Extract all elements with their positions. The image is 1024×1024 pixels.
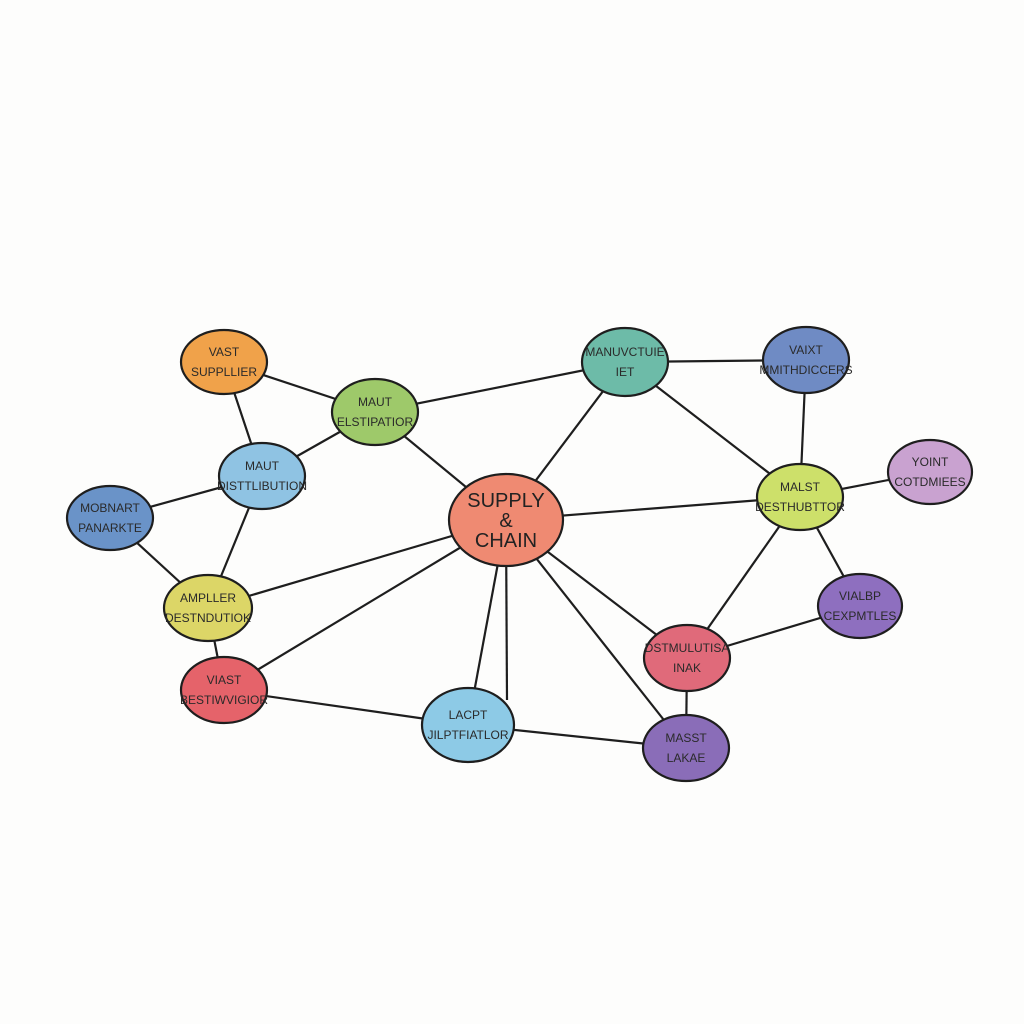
node-label: VAST — [209, 345, 240, 359]
node-label: LACPT — [449, 708, 488, 722]
node-ellipse — [886, 438, 974, 506]
node-ellipse — [816, 572, 904, 640]
node-ellipse — [755, 462, 845, 532]
node-ellipse — [447, 472, 565, 568]
node-ellipse — [642, 623, 732, 693]
node-ellipse — [65, 484, 155, 552]
node-n4[interactable]: MOBNART PANARKTE — [65, 484, 155, 552]
node-label: CEXPMTLES — [824, 609, 897, 623]
node-n1[interactable]: VAST SUPPLLIER — [179, 328, 269, 396]
node-label: MAUT — [358, 395, 393, 409]
node-label: PANARKTE — [78, 521, 142, 535]
node-label: AMPLLER — [180, 591, 236, 605]
node-label: DESTHUBTTOR — [755, 500, 845, 514]
node-n2[interactable]: MAUT ELSTIPATIOR — [330, 377, 420, 447]
node-label: MMITHDICCERS — [759, 363, 852, 377]
node-ellipse — [162, 573, 254, 643]
node-label: & — [499, 510, 513, 532]
edge-n6-n7 — [223, 519, 507, 691]
node-label: MALST — [780, 480, 821, 494]
node-n11[interactable]: YOINT COTDMIEES — [886, 438, 974, 506]
node-label: LAKAE — [667, 751, 706, 765]
node-label: SUPPLY — [467, 490, 544, 512]
node-label: MASST — [665, 731, 707, 745]
node-label: YOINT — [912, 455, 949, 469]
node-n14[interactable]: LACPT JILPTFIATLOR — [420, 686, 516, 764]
node-label: MAUT — [245, 459, 280, 473]
node-label: DSTMULUTISA — [645, 641, 730, 655]
node-n5[interactable]: AMPLLER DESTNDUTIOK — [162, 573, 254, 643]
node-label: CHAIN — [475, 530, 537, 552]
node-ellipse — [217, 441, 307, 511]
node-label: ELSTIPATIOR — [337, 415, 414, 429]
node-ellipse — [179, 655, 269, 725]
node-n15[interactable]: MASST LAKAE — [641, 713, 731, 783]
node-ellipse — [330, 377, 420, 447]
node-ellipse — [641, 713, 731, 783]
node-label: MOBNART — [80, 501, 140, 515]
node-ellipse — [761, 325, 851, 395]
node-ellipse — [420, 686, 516, 764]
node-label: SUPPLLIER — [191, 365, 257, 379]
node-ellipse — [179, 328, 269, 396]
node-n7[interactable]: SUPPLY&CHAIN — [447, 472, 565, 568]
node-label: COTDMIEES — [894, 475, 965, 489]
node-label: IET — [616, 365, 635, 379]
node-label: DESTNDUTIOK — [165, 611, 251, 625]
node-n6[interactable]: VIAST BESTIWVIGIOR — [179, 655, 269, 725]
node-n3[interactable]: MAUT DISTTLIBUTION — [217, 441, 307, 511]
node-label: MANUVCTUIE — [585, 345, 664, 359]
node-n9[interactable]: VAIXT MMITHDICCERS — [759, 325, 853, 395]
node-label: JILPTFIATLOR — [427, 728, 508, 742]
node-n13[interactable]: DSTMULUTISA INAK — [642, 623, 732, 693]
node-ellipse — [580, 326, 670, 398]
node-n8[interactable]: MANUVCTUIE IET — [580, 326, 670, 398]
node-n10[interactable]: MALST DESTHUBTTOR — [755, 462, 845, 532]
node-label: DISTTLIBUTION — [217, 479, 307, 493]
node-label: VIALBP — [839, 589, 881, 603]
node-n12[interactable]: VIALBP CEXPMTLES — [816, 572, 904, 640]
node-label: VIAST — [207, 673, 242, 687]
node-label: INAK — [673, 661, 701, 675]
node-label: BESTIWVIGIOR — [180, 693, 268, 707]
nodes: VAST SUPPLLIER MAUT ELSTIPATIOR MAUT DISTTLIB… — [65, 325, 974, 783]
node-label: VAIXT — [789, 343, 823, 357]
